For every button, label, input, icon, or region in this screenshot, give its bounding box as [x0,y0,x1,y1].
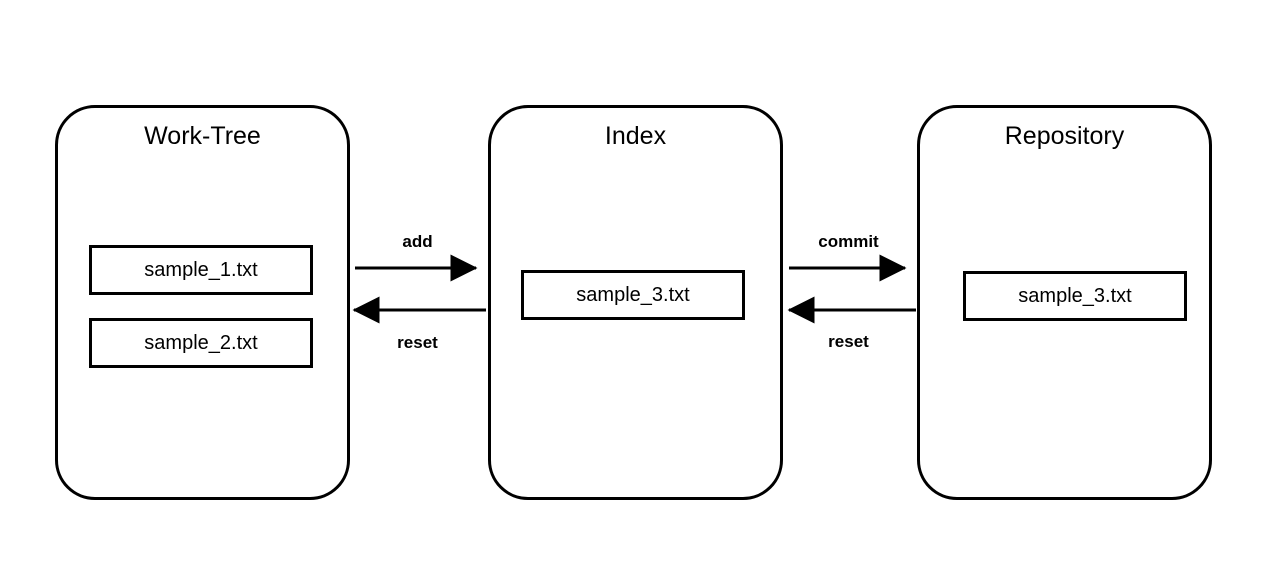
arrow-commit [789,254,907,282]
arrow-reset-repo-to-index [787,296,916,324]
stage-work-tree[interactable]: Work-Tree [55,105,350,500]
file-box-sample-2[interactable]: sample_2.txt [89,318,313,368]
arrow-add [355,254,478,282]
stage-title-work-tree: Work-Tree [144,122,261,150]
file-label-sample-1: sample_1.txt [144,259,258,281]
arrow-reset-index-to-worktree [352,296,486,324]
op-label-commit: commit [818,232,879,251]
op-label-reset-index: reset [828,332,869,351]
file-box-index-sample-3[interactable]: sample_3.txt [521,270,745,320]
stage-title-repository: Repository [1004,122,1125,150]
file-label-repo-sample-3: sample_3.txt [1018,285,1132,307]
file-label-sample-2: sample_2.txt [144,332,258,354]
op-label-reset-worktree: reset [397,333,438,352]
op-label-add: add [402,232,433,251]
file-box-repo-sample-3[interactable]: sample_3.txt [963,271,1187,321]
file-box-sample-1[interactable]: sample_1.txt [89,245,313,295]
file-label-index-sample-3: sample_3.txt [576,284,690,306]
stage-title-index: Index [604,122,667,150]
